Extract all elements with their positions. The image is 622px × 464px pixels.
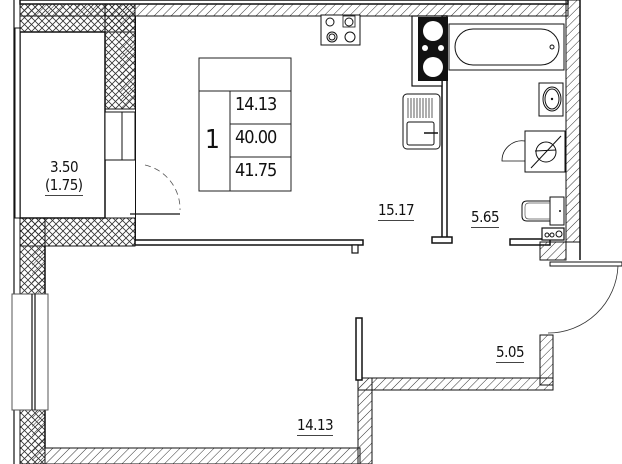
apartment-legend-table — [198, 57, 292, 192]
water-heater-icon — [418, 17, 448, 81]
balcony-area-label: 3.50 — [50, 158, 79, 176]
kitchen-sink-icon — [402, 93, 441, 150]
bathtub-icon — [448, 23, 565, 71]
hallway-area-label: 5.05 — [496, 343, 525, 363]
living-room-window — [11, 293, 49, 411]
total-area-value: 40.00 — [235, 127, 277, 148]
exterior-walls — [13, 0, 581, 464]
bathroom-area-label: 5.65 — [471, 208, 500, 228]
total-area-with-balcony-value: 41.75 — [235, 160, 277, 181]
rooms-count: 1 — [205, 125, 220, 155]
balcony-outline — [14, 27, 136, 219]
entrance-door — [547, 261, 622, 334]
balcony-reduced-area-label: (1.75) — [45, 176, 83, 196]
washbasin-icon — [538, 82, 564, 117]
stove-icon — [320, 14, 361, 46]
utility-meter-icon — [539, 227, 567, 261]
toilet-icon — [521, 196, 565, 226]
washing-machine-icon — [501, 130, 566, 173]
balcony-door — [130, 164, 181, 215]
living-area-value: 14.13 — [235, 94, 277, 115]
living-room-area-label: 14.13 — [297, 416, 334, 436]
kitchen-area-label: 15.17 — [378, 201, 415, 221]
